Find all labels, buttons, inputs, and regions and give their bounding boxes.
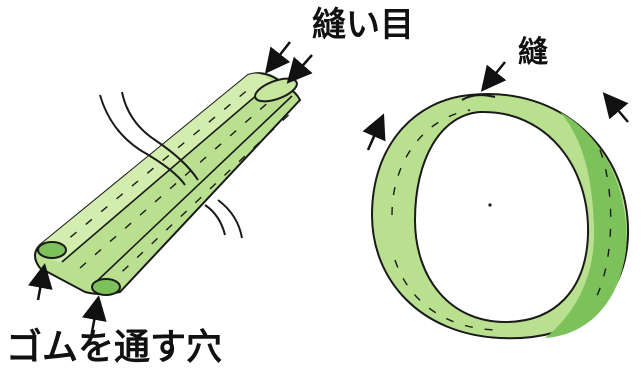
folded-fabric-band: [34, 72, 302, 296]
cord-upper-1: [99, 94, 186, 186]
seam-line-2: [95, 95, 293, 283]
ring-stitch-left: [391, 109, 471, 216]
hole-arrow-1: [28, 263, 53, 301]
seam-arrow-2: [286, 54, 313, 84]
seam-arrows: [264, 41, 313, 84]
stitch-row-2: [79, 91, 281, 269]
ring-direction-arrow-right: [602, 92, 629, 123]
seam-line-1: [61, 81, 273, 263]
ring-inner-hole: [413, 110, 590, 324]
seam-arrow-1: [264, 41, 291, 74]
stitch-row-3: [107, 107, 297, 286]
fabric-ring: [370, 93, 630, 340]
seam-ring-label: 縫: [518, 35, 548, 70]
band-end-hole-1: [37, 241, 67, 259]
ring-seam-arrow: [480, 61, 507, 92]
hole-arrow-2: [82, 295, 107, 333]
band-top-face: [40, 73, 272, 262]
elastic-hole-label: ゴムを通す穴: [6, 327, 223, 368]
band-end-hole-2: [91, 278, 121, 296]
hole-arrows: [28, 263, 107, 333]
ring-right-shade: [545, 112, 627, 338]
cord-upper-2: [121, 91, 199, 181]
stitch-row-1: [54, 87, 251, 251]
ring-seam-overlap: [461, 94, 496, 101]
ring-direction-arrow-left: [362, 113, 386, 151]
seam-lines-label: 縫い目: [312, 5, 414, 45]
ring-stitch-bottom: [394, 259, 501, 331]
cord-lower-2: [217, 199, 243, 239]
band-body: [34, 72, 302, 295]
cord-lower-1: [204, 204, 226, 236]
ring-arrows: [362, 61, 629, 151]
ring-center-dot: [488, 203, 492, 207]
elastic-cord: [99, 91, 243, 239]
